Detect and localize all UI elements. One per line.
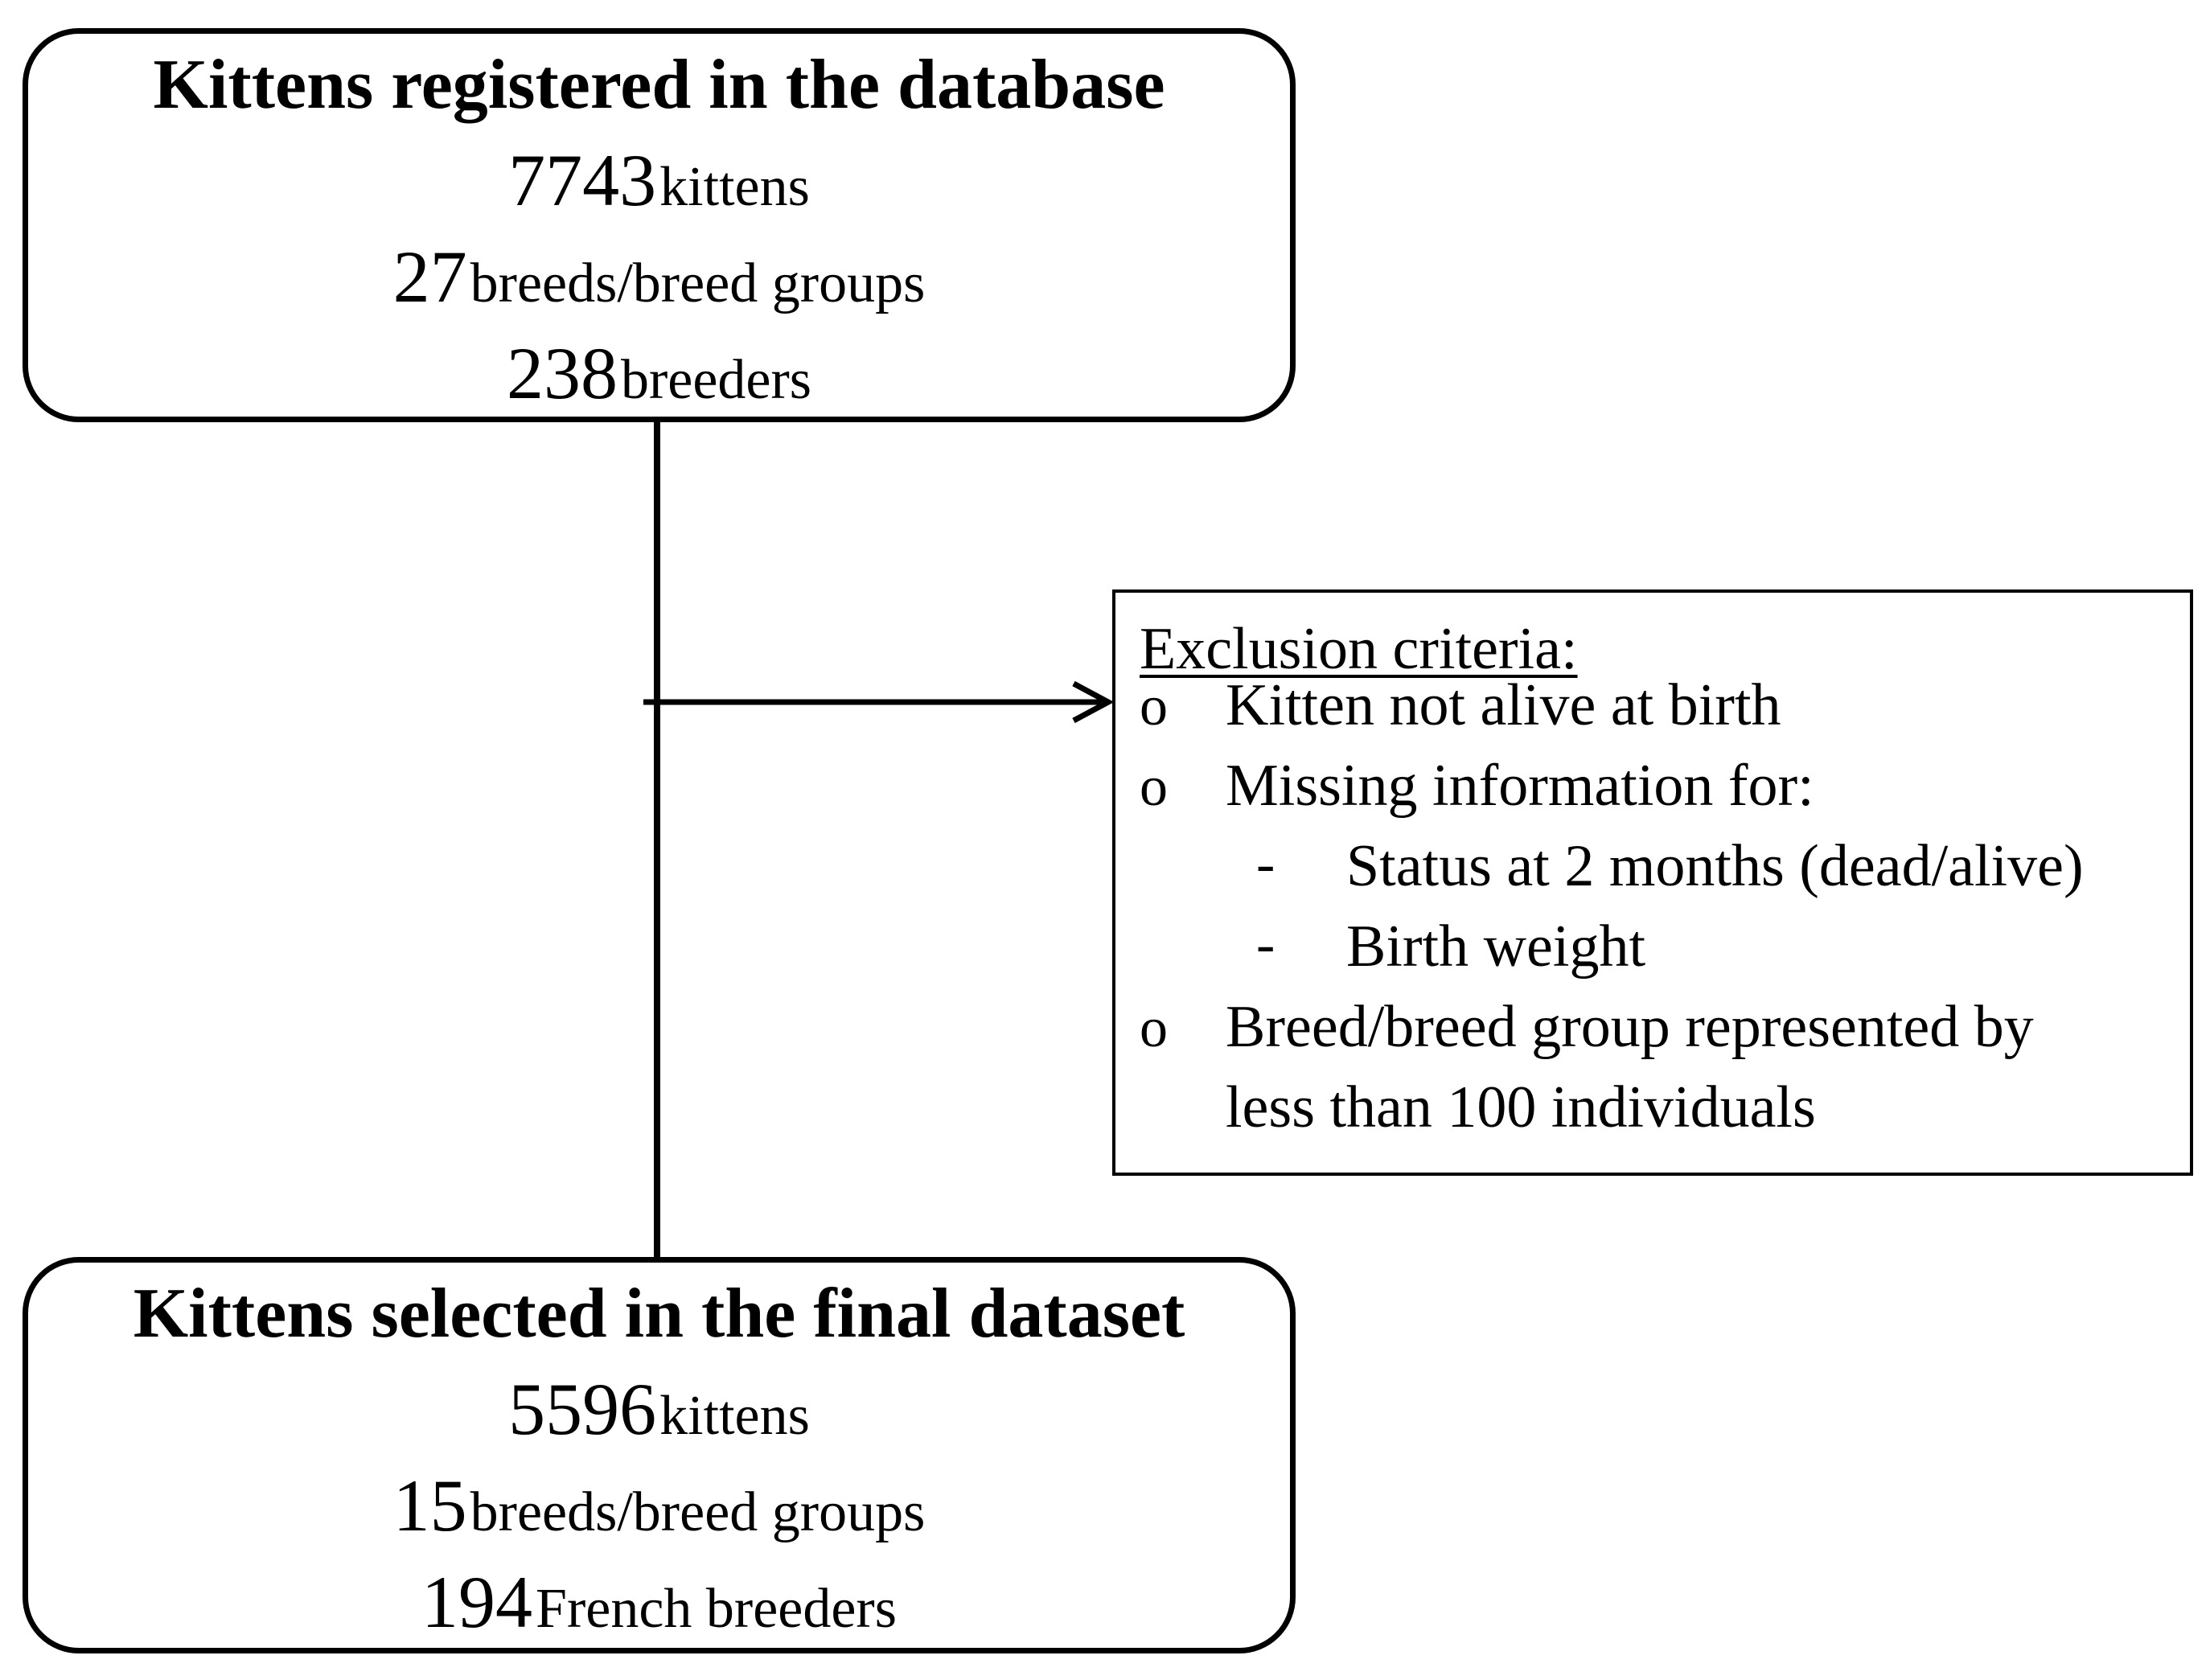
circle-bullet-icon: o (1140, 997, 1168, 1059)
registered-breeds-stat: 27 breeds/breed groups (28, 240, 1290, 314)
circle-bullet-icon: o (1140, 676, 1168, 737)
registered-breeders-stat: 238 breeders (28, 336, 1290, 410)
stat-number: 7743 (508, 139, 657, 221)
selected-kittens-box: Kittens selected in the final dataset 55… (23, 1257, 1296, 1653)
arrowhead-icon (1072, 680, 1115, 724)
stat-label: breeds/breed groups (470, 253, 926, 314)
registered-kittens-box: Kittens registered in the database 7743 … (23, 28, 1296, 422)
circle-bullet-icon: o (1140, 756, 1168, 818)
selected-breeders-stat: 194 French breeders (28, 1565, 1290, 1639)
stat-label: kittens (659, 156, 810, 218)
criterion-missing-info: Missing information for: (1226, 753, 1814, 819)
exclusion-heading: Exclusion criteria: (1140, 616, 1578, 682)
stat-number: 238 (506, 332, 618, 414)
selected-kittens-stat: 5596 kittens (28, 1372, 1290, 1446)
exclusion-criteria-box: Exclusion criteria: o Kitten not alive a… (1112, 589, 2193, 1176)
stat-label: breeds/breed groups (470, 1481, 926, 1543)
stat-number: 15 (392, 1464, 467, 1547)
sub-criterion-birth-weight: Birth weight (1346, 914, 1646, 980)
stat-number: 194 (421, 1561, 533, 1643)
stat-number: 27 (392, 236, 467, 318)
selected-box-title: Kittens selected in the final dataset (133, 1275, 1185, 1353)
dash-bullet-icon: - (1256, 914, 1275, 976)
sub-criterion-status: Status at 2 months (dead/alive) (1346, 833, 2084, 899)
stat-label: breeders (620, 349, 812, 411)
criterion-not-alive: Kitten not alive at birth (1226, 672, 1781, 738)
stat-label: French breeders (536, 1578, 897, 1640)
selected-breeds-stat: 15 breeds/breed groups (28, 1468, 1290, 1542)
stat-number: 5596 (508, 1368, 657, 1450)
registered-kittens-stat: 7743 kittens (28, 143, 1290, 217)
stat-label: kittens (659, 1385, 810, 1447)
criterion-breed-group: Breed/breed group represented by (1226, 994, 2034, 1060)
registered-box-title: Kittens registered in the database (153, 46, 1165, 124)
dash-bullet-icon: - (1256, 833, 1275, 895)
criterion-breed-group-continued: less than 100 individuals (1226, 1074, 1816, 1140)
